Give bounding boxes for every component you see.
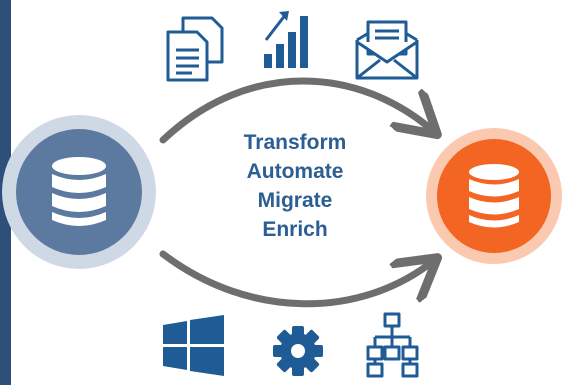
label-automate: Automate: [246, 160, 344, 183]
target-database: [426, 128, 562, 264]
documents-icon: [166, 16, 224, 82]
bottom-flow-arrow: [159, 250, 432, 308]
database-icon: [52, 157, 106, 226]
label-transform: Transform: [243, 131, 347, 154]
email-icon: [355, 20, 419, 80]
hierarchy-icon: [366, 312, 419, 378]
windows-logo-icon: [163, 315, 224, 376]
top-flow-arrow: [159, 77, 432, 144]
process-labels: Transform Automate Migrate Enrich: [212, 128, 378, 244]
bar-chart-icon: [264, 11, 308, 68]
label-migrate: Migrate: [257, 189, 333, 212]
source-database: [2, 115, 156, 269]
label-enrich: Enrich: [262, 218, 328, 241]
database-icon: [469, 164, 519, 228]
gear-icon: [273, 326, 323, 376]
